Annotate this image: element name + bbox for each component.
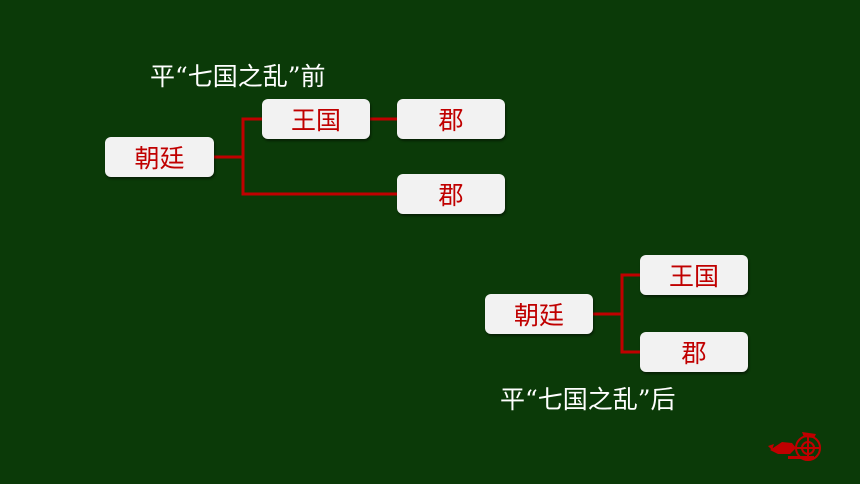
caption-after: 平“七国之乱”后 <box>500 385 676 414</box>
node-after-court: 朝廷 <box>485 294 593 334</box>
caption-before: 平“七国之乱”前 <box>150 62 326 91</box>
node-before-kingdom-commandery: 郡 <box>397 99 505 139</box>
node-after-commandery: 郡 <box>640 332 748 372</box>
node-before-court: 朝廷 <box>105 137 214 177</box>
node-after-kingdom: 王国 <box>640 255 748 295</box>
chariot-icon <box>768 432 821 461</box>
node-before-commandery: 郡 <box>397 174 505 214</box>
node-before-kingdom: 王国 <box>262 99 370 139</box>
